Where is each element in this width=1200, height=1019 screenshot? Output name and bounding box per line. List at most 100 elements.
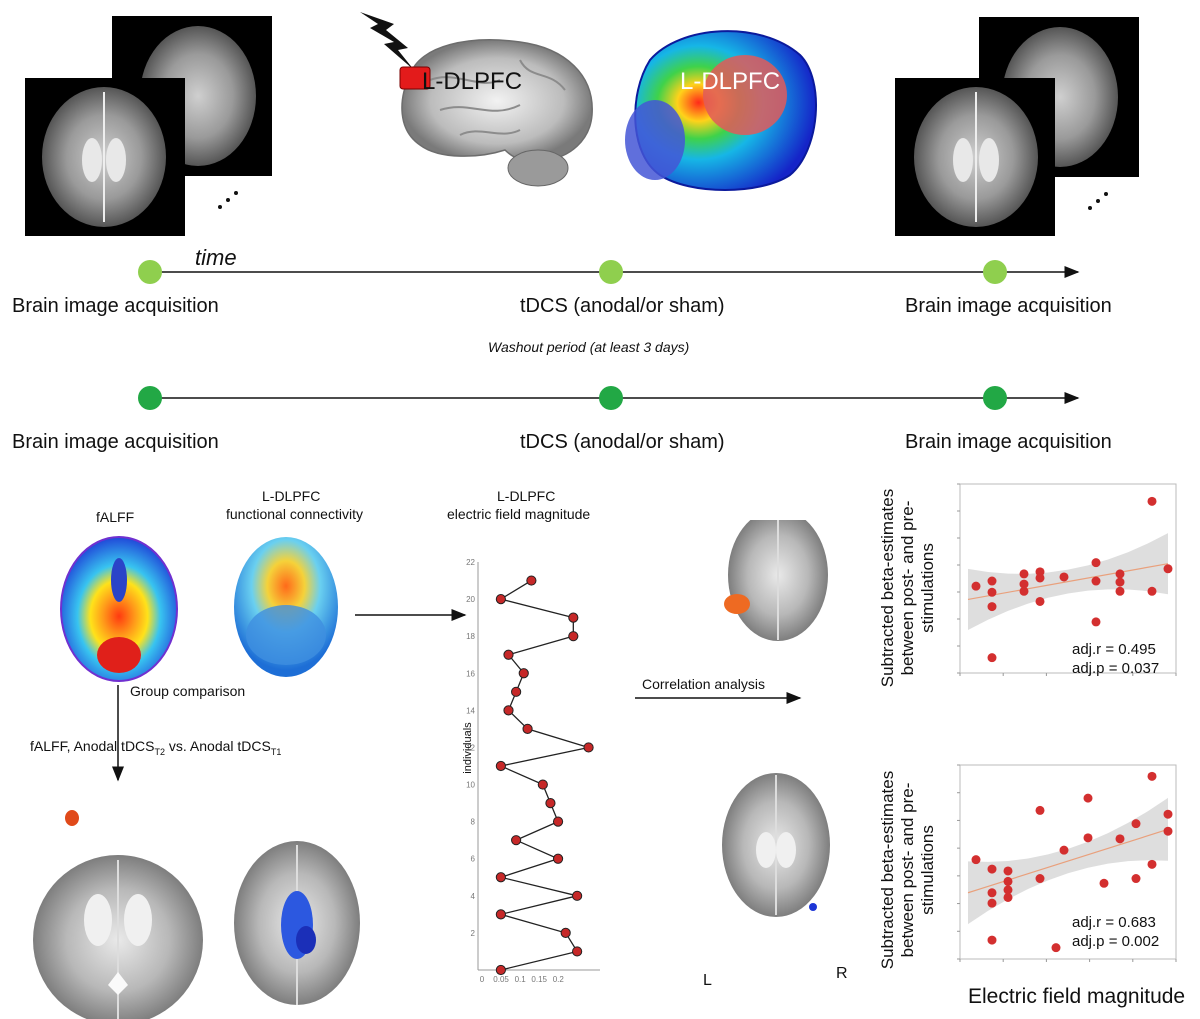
efield-point: [560, 927, 571, 939]
contrast-sub-b: T1: [270, 746, 282, 757]
row1-left-label: Brain image acquisition: [12, 295, 219, 317]
efield-ytick-label: 16: [466, 669, 475, 678]
scatter-bottom-point: [1059, 845, 1069, 855]
scatter-top-point: [1019, 569, 1029, 579]
scatter-top-point: [1147, 496, 1157, 506]
right-hemisphere-label: R: [836, 965, 848, 982]
l-dlpfc-label-3d: L-DLPFC: [680, 68, 781, 95]
timepoint-dot: [599, 260, 623, 284]
mri-stack-post: [895, 17, 1139, 236]
efield-point: [572, 890, 583, 901]
brain-maps: [33, 520, 830, 1019]
scatter-bottom-point: [987, 898, 997, 908]
scatter-bottom-point: [1035, 805, 1045, 815]
scatter-top-point: [1035, 573, 1045, 583]
row1-right-label: Brain image acquisition: [905, 295, 1112, 317]
efield-line: [498, 579, 589, 971]
scatter-top-point: [1035, 596, 1045, 606]
scatter-bottom-ylabel-line2: between post- and pre-: [898, 782, 917, 958]
efield-point: [552, 816, 564, 827]
scatter-top-point: [987, 576, 997, 586]
scatter-bottom-ylabel: Subtracted beta-estimates between post- …: [878, 750, 938, 990]
scatter-top-fit-line: [967, 563, 1169, 601]
scatter-chart-bottom: [957, 764, 1177, 962]
axial-brain-right-bottom: [722, 773, 830, 917]
efield-point: [568, 612, 579, 623]
scatter-bottom-point: [1131, 874, 1141, 884]
efield-ylabel: individuals: [462, 722, 474, 774]
scatter-bottom-point: [1147, 859, 1157, 869]
efield-point: [495, 964, 506, 976]
scatter-top-ylabel: Subtracted beta-estimates between post- …: [878, 468, 938, 708]
scatter-bottom-point: [1003, 885, 1013, 895]
functional-connectivity-map: [234, 537, 338, 677]
group-comparison-label: Group comparison: [130, 683, 246, 699]
scatter-top-ylabel-line3: stimulations: [918, 543, 937, 633]
scatter-top-point: [1091, 576, 1101, 586]
efield-xtick-label: 0.1: [515, 975, 527, 984]
timepoint-dot: [983, 260, 1007, 284]
scatter-bottom-point: [1163, 809, 1173, 819]
efield-xtick-label: 0: [480, 975, 485, 984]
contrast-text-a: fALFF, Anodal tDCS: [30, 738, 155, 754]
scatter-top-point: [987, 602, 997, 612]
scatter-bottom-point: [1035, 874, 1045, 884]
scatter-bottom-point: [1003, 866, 1013, 876]
axial-brain-right-top: [724, 520, 828, 641]
electric-field-brain: [625, 30, 817, 191]
scatter-top-point: [1059, 572, 1069, 582]
scatter-top-point: [1091, 617, 1101, 627]
correlation-label: Correlation analysis: [642, 676, 765, 692]
scatter-top-point: [971, 581, 981, 591]
efield-point: [511, 686, 522, 697]
row2-left-label: Brain image acquisition: [12, 431, 219, 453]
scatter-bottom-point: [987, 864, 997, 874]
efield-point: [495, 872, 506, 883]
scatter-bottom-point: [1163, 826, 1173, 836]
axial-brain-bottom-left: [33, 810, 203, 1019]
row2-middle-label: tDCS (anodal/or sham): [520, 431, 725, 453]
scatter-bottom-point: [971, 855, 981, 865]
scatter-top-point: [1019, 579, 1029, 589]
falff-map: [60, 536, 178, 682]
time-label: time: [195, 245, 237, 270]
scatter-bottom-point: [1051, 943, 1061, 953]
left-hemisphere-label: L: [703, 972, 712, 989]
scatter-bottom-point: [1131, 819, 1141, 829]
fc-title-1: L-DLPFC: [262, 488, 321, 504]
efield-ytick-label: 14: [466, 706, 475, 715]
contrast-sub-a: T2: [154, 746, 166, 757]
ellipsis-dots-left: [218, 191, 238, 209]
efield-ytick-label: 20: [466, 595, 475, 604]
row1-middle-label: tDCS (anodal/or sham): [520, 295, 725, 317]
scatter-top-point: [1115, 569, 1125, 579]
efield-point: [495, 593, 506, 605]
scatter-bottom-point: [1083, 833, 1093, 843]
scatter-top-point: [1019, 586, 1029, 596]
scatter-top-ylabel-line1: Subtracted beta-estimates: [878, 488, 897, 688]
efield-point: [526, 575, 537, 586]
efield-ytick-label: 6: [471, 855, 476, 864]
scatter-bottom-point: [1003, 892, 1013, 902]
scatter-top-point: [1115, 577, 1125, 587]
fc-title-2: functional connectivity: [226, 506, 363, 522]
scatter-top-point: [1115, 586, 1125, 596]
scatter-top-point: [1147, 586, 1157, 596]
efield-title-2: electric field magnitude: [447, 506, 591, 522]
efield-ytick-label: 4: [471, 892, 476, 901]
l-dlpfc-label-side: L-DLPFC: [422, 68, 523, 95]
efield-xtick-label: 0.15: [531, 975, 547, 984]
efield-ytick-label: 18: [466, 632, 475, 641]
timelines: [138, 260, 1080, 410]
scatter-chart-top: [957, 483, 1177, 676]
scatter-top-point: [987, 653, 997, 663]
mri-stack-pre: [25, 16, 272, 236]
scatter-top-ylabel-line2: between post- and pre-: [898, 500, 917, 676]
efield-point: [511, 835, 522, 846]
row2-right-label: Brain image acquisition: [905, 431, 1112, 453]
efield-point: [522, 723, 533, 735]
scatter-top-stat-r: adj.r = 0.495: [1072, 641, 1156, 658]
lightning-bolt-icon: [360, 12, 414, 70]
scatter-bottom-stat-p: adj.p = 0.002: [1072, 933, 1160, 950]
